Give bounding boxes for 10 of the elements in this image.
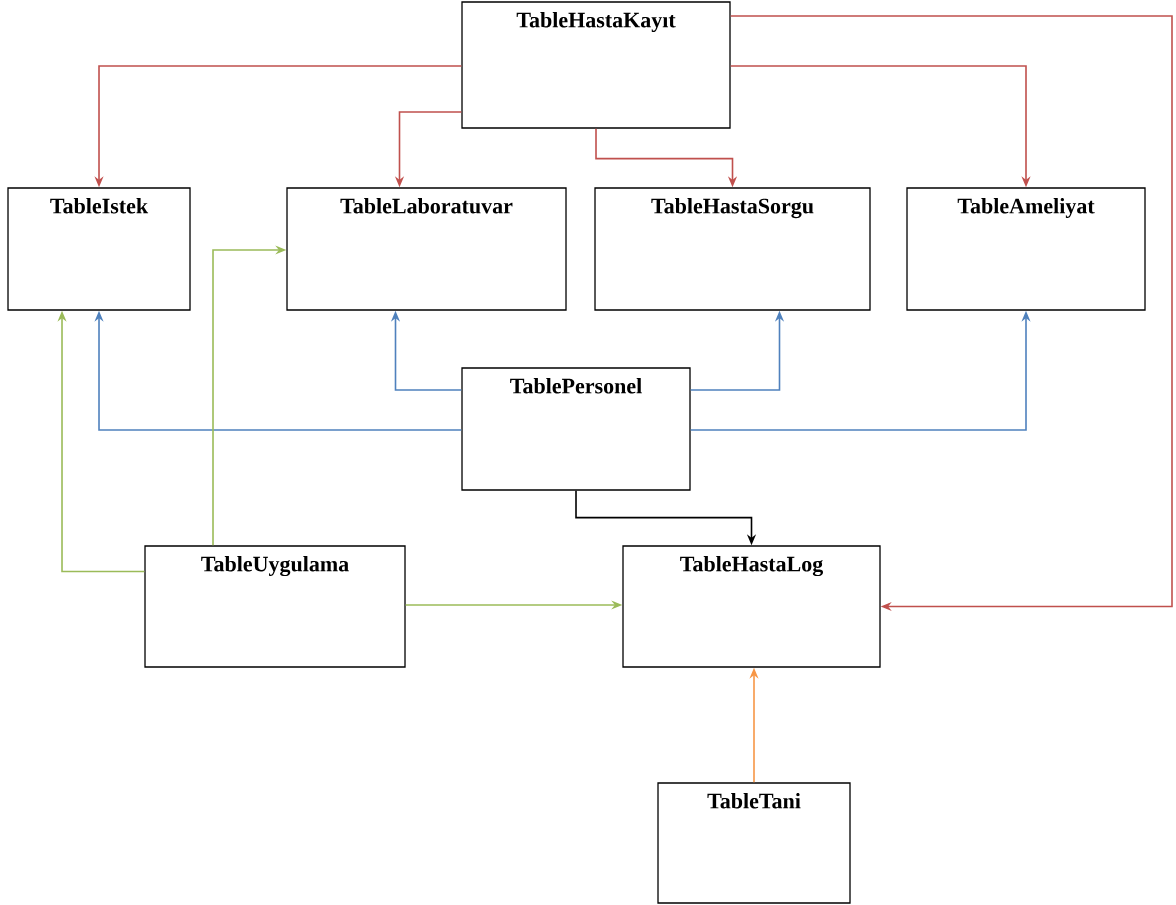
- table-box: TableLaboratuvar: [286, 187, 567, 311]
- table-box: TableAmeliyat: [906, 187, 1146, 311]
- table-box: TableIstek: [7, 187, 191, 311]
- table-box: TableHastaLog: [622, 545, 881, 668]
- table-box: TablePersonel: [461, 367, 691, 491]
- table-box: TableUygulama: [144, 545, 406, 668]
- arrow: [729, 15, 1173, 612]
- table-box: TableTani: [657, 782, 851, 904]
- table-box: TableHastaSorgu: [594, 187, 871, 311]
- table-box: TableHastaKayıt: [461, 1, 731, 129]
